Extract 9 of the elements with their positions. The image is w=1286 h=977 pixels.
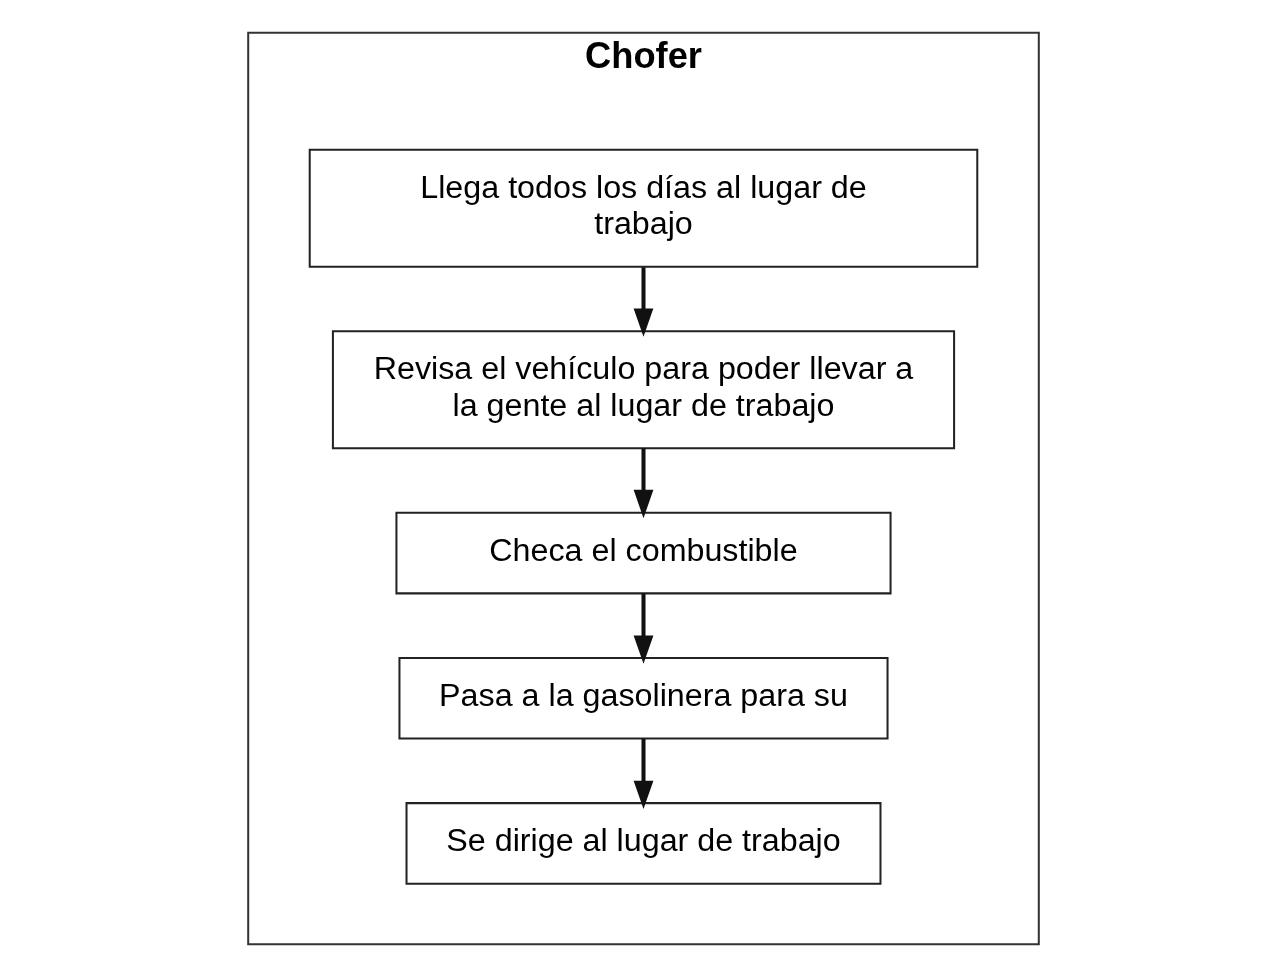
arrow xyxy=(633,593,653,664)
node-box: Pasa a la gasolinera para su xyxy=(397,656,889,740)
node-box: Se dirige al lugar de trabajo xyxy=(405,802,881,885)
node-box: Llega todos los días al lugar de trabajo xyxy=(308,148,978,268)
arrow xyxy=(633,267,653,337)
node-box: Checa el combustible xyxy=(394,511,892,595)
arrow xyxy=(633,738,653,809)
arrow xyxy=(633,448,653,519)
node-box: Revisa el vehículo para poder llevar a la gente al lugar de trabajo xyxy=(331,330,955,450)
